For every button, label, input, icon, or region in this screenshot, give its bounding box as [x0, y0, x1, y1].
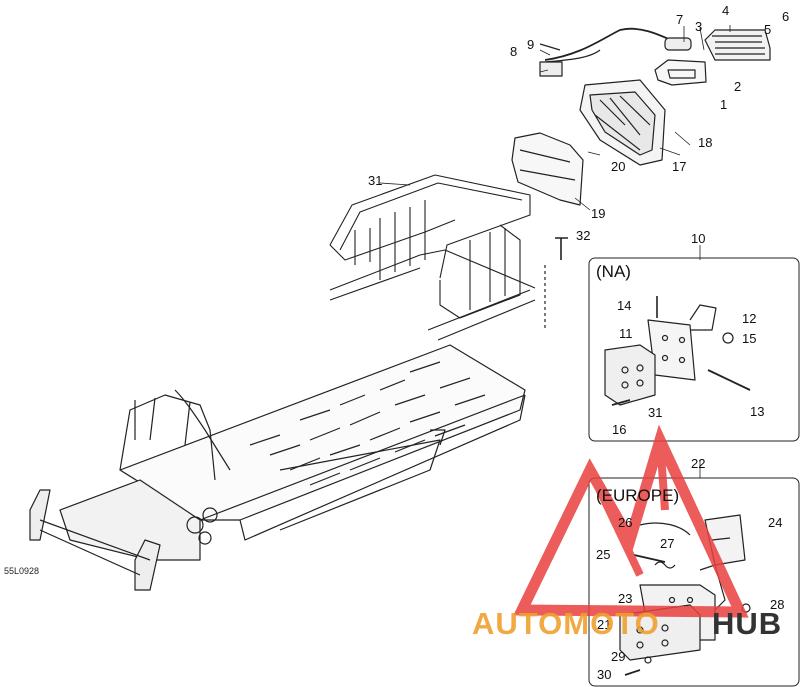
callout-31-na: 31	[648, 405, 663, 420]
taillight-lens-drawing	[704, 29, 771, 61]
na-bracket-drawing	[647, 304, 717, 381]
callout-18: 18	[698, 135, 713, 150]
bolt-32-drawing	[555, 237, 568, 260]
wiring-harness-drawing	[539, 27, 692, 77]
reference-code: 55L0928	[4, 566, 40, 576]
callout-24: 24	[768, 515, 783, 530]
callout-25: 25	[596, 547, 611, 562]
europe-plate-drawing	[619, 604, 701, 661]
callout-11: 11	[619, 326, 633, 341]
na-box-title: (NA)	[596, 262, 631, 281]
callout-9: 9	[527, 37, 535, 52]
callout-20: 20	[611, 159, 626, 174]
callout-27: 27	[660, 536, 675, 551]
callout-3: 3	[695, 19, 703, 34]
callout-19: 19	[591, 206, 606, 221]
na-detail-box	[588, 257, 800, 442]
na-mudflap-plate-drawing	[604, 344, 656, 406]
watermark-logo	[513, 424, 749, 618]
callout-2: 2	[734, 79, 742, 94]
callout-12: 12	[742, 311, 757, 326]
cargo-rack-drawing	[329, 174, 536, 341]
callout-29: 29	[611, 649, 626, 664]
watermark-text-automoto: AUTOMOTO	[472, 606, 660, 641]
callout-32: 32	[576, 228, 591, 243]
callout-30: 30	[597, 667, 612, 682]
callout-14: 14	[617, 298, 632, 313]
callout-26: 26	[618, 515, 633, 530]
callout-5: 5	[764, 22, 772, 37]
callout-17: 17	[672, 159, 687, 174]
callout-16: 16	[612, 422, 627, 437]
lens-gasket-drawing	[654, 59, 707, 86]
reflector-drawing	[511, 132, 584, 206]
callout-6: 6	[782, 9, 790, 24]
callout-7: 7	[676, 12, 684, 27]
callout-31-rack: 31	[368, 173, 383, 188]
callout-10: 10	[691, 231, 706, 246]
callout-1: 1	[720, 97, 728, 112]
callout-22: 22	[691, 456, 706, 471]
callout-13: 13	[750, 404, 765, 419]
callout-23: 23	[618, 591, 633, 606]
callout-4: 4	[722, 3, 730, 18]
callout-8: 8	[510, 44, 518, 59]
taillight-base-drawing	[579, 79, 666, 166]
europe-box-title: (EUROPE)	[596, 486, 680, 505]
callout-21: 21	[597, 617, 612, 632]
chassis-tunnel-drawing	[29, 344, 526, 591]
watermark-text-hub: HUB	[712, 606, 783, 641]
callout-28: 28	[770, 597, 785, 612]
europe-detail-box	[588, 477, 800, 687]
callout-15: 15	[742, 331, 757, 346]
